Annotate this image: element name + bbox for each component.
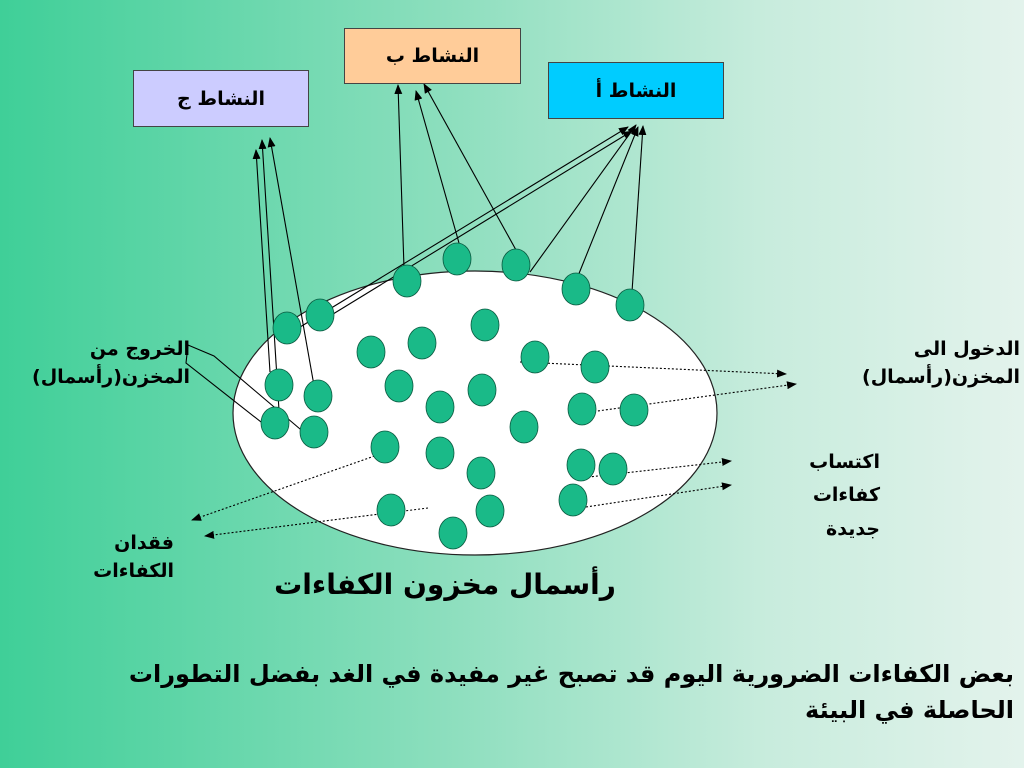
competency-dot bbox=[264, 368, 294, 402]
competency-dot bbox=[356, 335, 386, 369]
competency-dot bbox=[407, 326, 437, 360]
entry-label-line2: المخزن(رأسمال) bbox=[862, 365, 1020, 388]
flow-arrow bbox=[185, 344, 314, 441]
competency-dot bbox=[305, 298, 335, 332]
acquire-label-line1: اكتساب bbox=[809, 451, 880, 473]
entry-label-line1: الدخول الى bbox=[913, 338, 1020, 360]
competency-dot bbox=[509, 410, 539, 444]
competency-dot bbox=[567, 392, 597, 426]
competency-dot bbox=[299, 415, 329, 449]
flow-arrow bbox=[529, 124, 637, 273]
competency-dot bbox=[475, 494, 505, 528]
exit-label-line2: المخزن(رأسمال) bbox=[32, 365, 190, 388]
competency-dot bbox=[619, 393, 649, 427]
competency-dot bbox=[558, 483, 588, 517]
flow-arrow bbox=[631, 125, 647, 293]
competency-dot bbox=[580, 350, 610, 384]
flow-arrow bbox=[258, 139, 280, 411]
acquire-label-line2: كفاءات bbox=[812, 484, 880, 507]
competency-dot bbox=[392, 264, 422, 298]
competency-dot bbox=[470, 308, 500, 342]
competency-dot bbox=[260, 406, 290, 440]
competency-dot bbox=[615, 288, 645, 322]
loss-label-line1: فقدان bbox=[114, 532, 174, 554]
competency-dot bbox=[466, 456, 496, 490]
competency-dot bbox=[561, 272, 591, 306]
stock-title: رأسمال مخزون الكفاءات bbox=[274, 568, 616, 601]
activity-c-box: النشاط ج bbox=[133, 70, 309, 127]
acquire-label: اكتساب كفاءات جديدة bbox=[770, 446, 880, 546]
flow-arrow bbox=[252, 149, 271, 373]
flow-arrow bbox=[394, 84, 405, 269]
competency-dot bbox=[425, 436, 455, 470]
activity-b-box: النشاط ب bbox=[344, 28, 521, 84]
exit-label-line1: الخروج من bbox=[89, 338, 190, 360]
note-line1: بعض الكفاءات الضرورية اليوم قد تصبح غير … bbox=[128, 660, 1014, 688]
flow-arrow bbox=[286, 126, 629, 336]
flow-arrow bbox=[267, 137, 319, 409]
note-line2: الحاصلة في البيئة bbox=[805, 696, 1014, 724]
flow-arrow bbox=[519, 361, 787, 378]
flow-arrow bbox=[423, 83, 517, 251]
competency-dot bbox=[566, 448, 596, 482]
competency-dot bbox=[370, 430, 400, 464]
competency-stock-ellipse bbox=[232, 270, 718, 556]
competency-dot bbox=[467, 373, 497, 407]
competency-dot bbox=[598, 452, 628, 486]
competency-dot bbox=[501, 248, 531, 282]
flow-arrow bbox=[577, 126, 639, 277]
competency-dot bbox=[438, 516, 468, 550]
entry-label: الدخول الى المخزن(رأسمال) bbox=[810, 336, 1020, 391]
competency-dots bbox=[260, 242, 649, 550]
competency-dot bbox=[376, 493, 406, 527]
flow-arrow bbox=[414, 90, 460, 244]
competency-dot bbox=[442, 242, 472, 276]
loss-label-line2: الكفاءات bbox=[93, 559, 174, 582]
competency-dot bbox=[272, 311, 302, 345]
competency-dot bbox=[520, 340, 550, 374]
flow-arrow bbox=[585, 482, 732, 508]
activity-a-box: النشاط أ bbox=[548, 62, 724, 119]
competency-dot bbox=[425, 390, 455, 424]
exit-label: الخروج من المخزن(رأسمال) bbox=[4, 336, 190, 391]
flow-arrow bbox=[319, 130, 633, 323]
flow-arrow bbox=[589, 381, 797, 413]
note-text: بعض الكفاءات الضرورية اليوم قد تصبح غير … bbox=[20, 656, 1014, 728]
loss-label: فقدان الكفاءات bbox=[70, 530, 174, 585]
acquire-label-line3: جديدة bbox=[826, 517, 880, 540]
competency-dot bbox=[303, 379, 333, 413]
competency-dot bbox=[384, 369, 414, 403]
